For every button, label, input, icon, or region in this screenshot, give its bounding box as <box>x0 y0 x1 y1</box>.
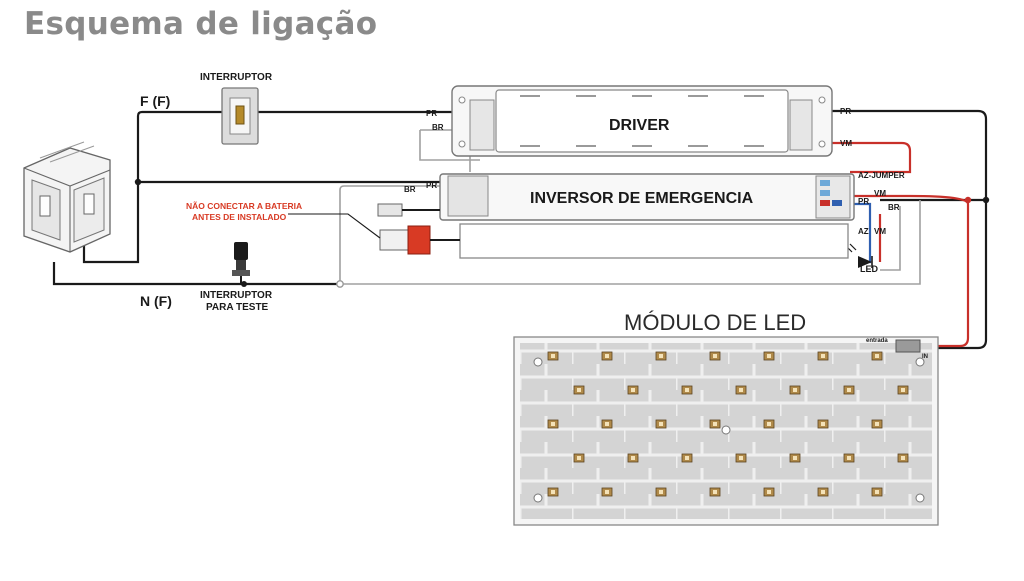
led-chip-lens <box>605 490 609 494</box>
junction-dots <box>134 178 990 288</box>
led-chip-lens <box>739 456 743 460</box>
led-chip-lens <box>875 422 879 426</box>
led-chip-lens <box>713 490 717 494</box>
circuit-breaker-icon <box>23 141 111 253</box>
led-chip-lens <box>901 388 905 392</box>
led-chip-lens <box>739 388 743 392</box>
driver-br-left-label: BR <box>432 123 444 132</box>
led-chip-lens <box>577 388 581 392</box>
mains-wires <box>52 109 988 350</box>
led-chip-lens <box>713 354 717 358</box>
led-chip-lens <box>793 388 797 392</box>
led-chip-lens <box>659 422 663 426</box>
emergency-inverter-unit <box>439 173 855 221</box>
driver-pr-left-label: PR <box>426 109 437 118</box>
test-pushbutton-icon <box>232 242 250 284</box>
inverter-vm-label: VM <box>874 189 886 198</box>
led-chip-lens <box>847 388 851 392</box>
inverter-pr-right-label: PR <box>858 197 869 206</box>
test-switch-label-line2: PARA TESTE <box>206 302 269 313</box>
led-chip-lens <box>631 456 635 460</box>
led-chip-lens <box>821 490 825 494</box>
led-chip-lens <box>631 388 635 392</box>
module-in-label: IN <box>922 354 928 360</box>
led-chip-lens <box>659 354 663 358</box>
led-chip-lens <box>821 354 825 358</box>
aux-wires <box>339 129 921 285</box>
inverter-title: INVERSOR DE EMERGENCIA <box>530 190 754 207</box>
wall-switch-icon <box>221 87 259 145</box>
led-chip-lens <box>767 354 771 358</box>
led-chip-array <box>547 351 909 497</box>
warning-leader-line <box>288 213 381 239</box>
led-chip-lens <box>767 490 771 494</box>
led-chip-lens <box>901 456 905 460</box>
led-module-title: MÓDULO DE LED <box>624 310 806 335</box>
az-jumper-label: AZ-JUMPER <box>858 171 905 180</box>
switch-label: INTERRUPTOR <box>200 72 273 83</box>
led-chip-lens <box>659 490 663 494</box>
led-chip-lens <box>821 422 825 426</box>
warning-line1: NÃO CONECTAR A BATERIA <box>186 201 302 211</box>
led-chip-lens <box>551 422 555 426</box>
led-label: LED <box>860 264 879 274</box>
inverter-br-right-label: BR <box>888 203 900 212</box>
led-chip-lens <box>875 490 879 494</box>
page-title: Esquema de ligação <box>24 6 378 42</box>
led-chip-lens <box>605 354 609 358</box>
test-switch-label-line1: INTERRUPTOR <box>200 290 273 301</box>
led-chip-lens <box>713 422 717 426</box>
led-chip-lens <box>847 456 851 460</box>
neutral-label: N (F) <box>140 293 172 309</box>
led-chip-lens <box>793 456 797 460</box>
led-chip-lens <box>577 456 581 460</box>
az-label: AZ <box>858 227 869 236</box>
led-module-connector <box>895 339 921 353</box>
led-module-board <box>513 336 939 526</box>
vm-led-label: VM <box>874 227 886 236</box>
led-chip-lens <box>875 354 879 358</box>
driver-title: DRIVER <box>609 117 670 134</box>
led-chip-lens <box>685 388 689 392</box>
driver-vm-label: VM <box>840 139 852 148</box>
led-chip-lens <box>685 456 689 460</box>
battery-icon <box>377 203 849 259</box>
led-chip-lens <box>551 354 555 358</box>
inverter-pr-label: PR <box>426 181 437 190</box>
driver-unit <box>451 85 833 157</box>
module-input-label: entrada <box>866 338 888 344</box>
inverter-br-left-label: BR <box>404 185 416 194</box>
phase-label: F (F) <box>140 93 170 109</box>
led-chip-lens <box>605 422 609 426</box>
led-chip-lens <box>551 490 555 494</box>
driver-pr-right-label: PR <box>840 107 851 116</box>
warning-line2: ANTES DE INSTALADO <box>192 212 287 222</box>
led-chip-lens <box>767 422 771 426</box>
